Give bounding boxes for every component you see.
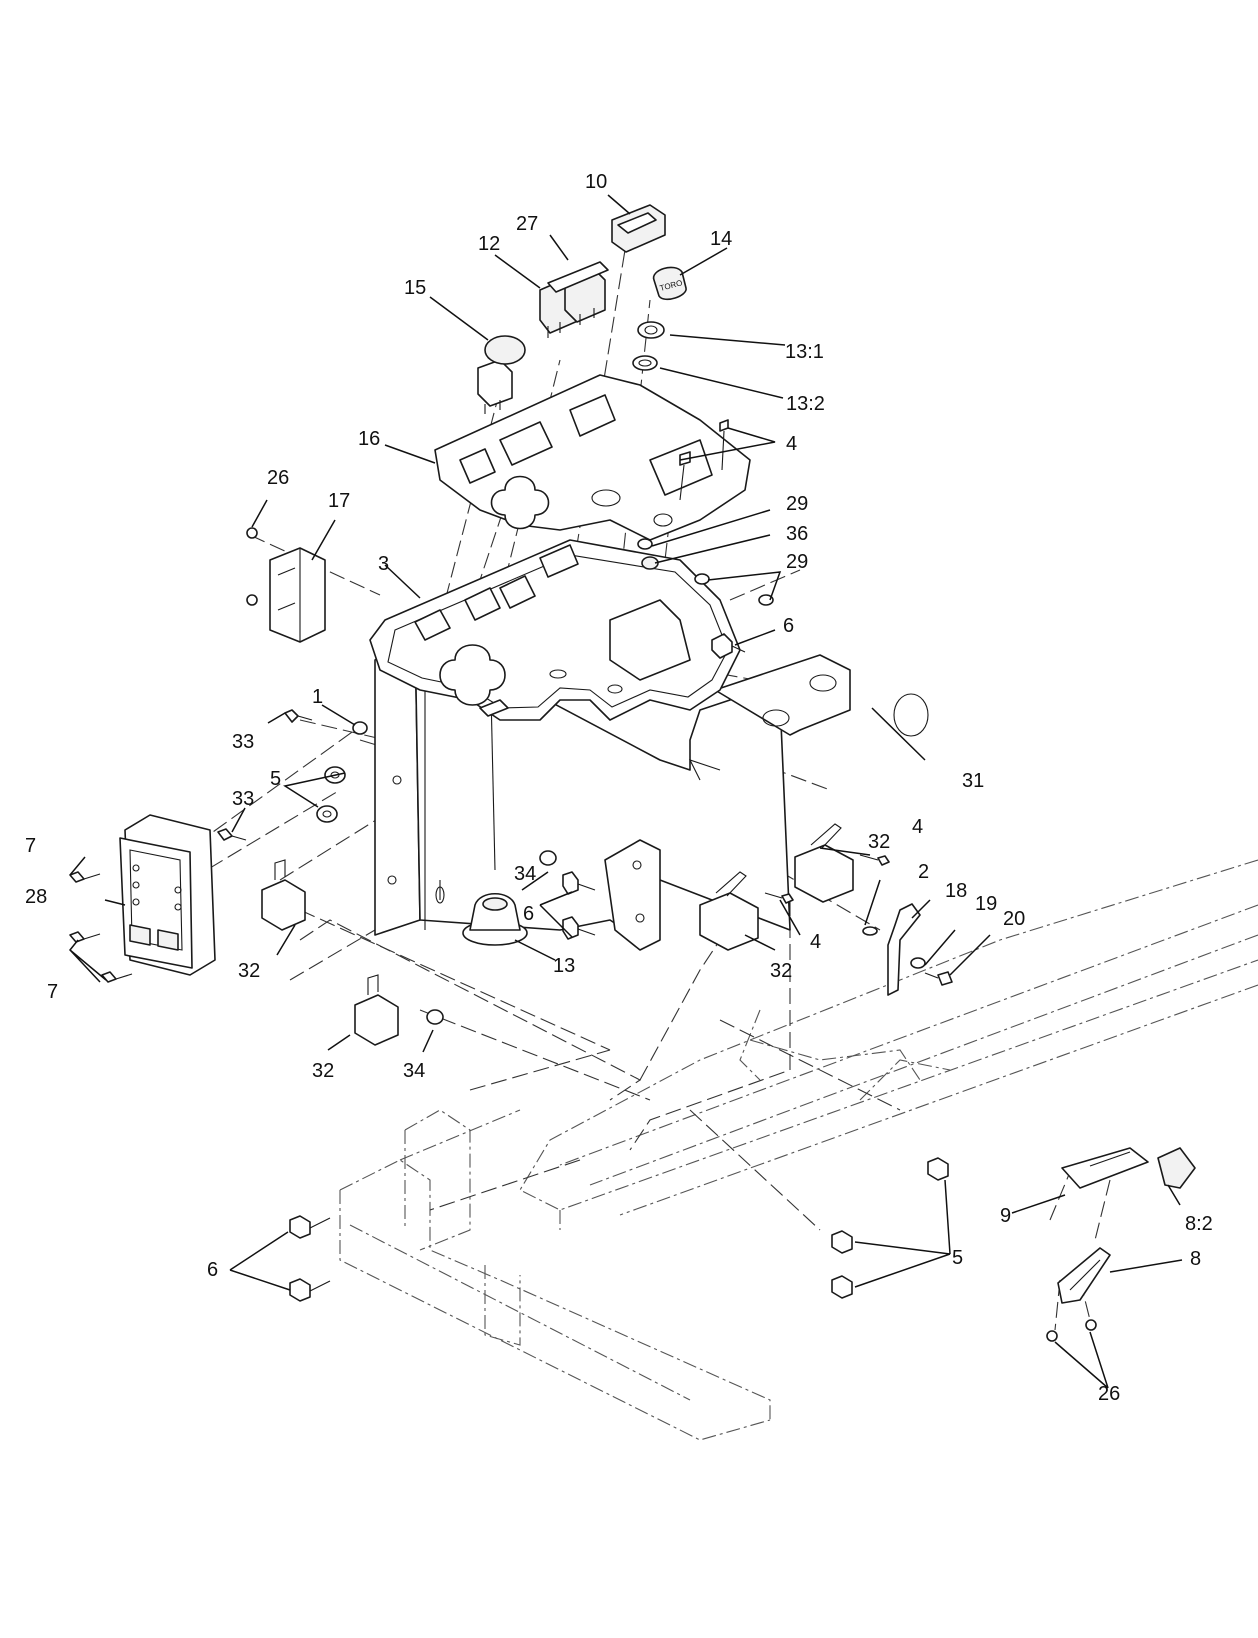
callout-5-left: 5 bbox=[270, 768, 281, 790]
callout-26-low: 26 bbox=[1098, 1383, 1120, 1405]
callout-2: 2 bbox=[918, 861, 929, 883]
fasteners bbox=[217, 419, 890, 1025]
callout-32-low: 32 bbox=[312, 1060, 334, 1082]
callout-32-right: 32 bbox=[868, 831, 890, 853]
callout-5-low: 5 bbox=[952, 1247, 963, 1269]
panel-decal bbox=[434, 374, 751, 541]
latch-hardware bbox=[862, 903, 953, 996]
callout-33-mid: 33 bbox=[232, 788, 254, 810]
callout-1: 1 bbox=[312, 686, 323, 708]
frame-fasteners bbox=[289, 1157, 949, 1302]
callout-4-right: 4 bbox=[912, 816, 923, 838]
callout-7-top: 7 bbox=[25, 835, 36, 857]
callout-6-top: 6 bbox=[783, 615, 794, 637]
callout-12: 12 bbox=[478, 233, 500, 255]
callout-9: 9 bbox=[1000, 1205, 1011, 1227]
callout-6-mid: 6 bbox=[523, 903, 534, 925]
callout-29-top: 29 bbox=[786, 493, 808, 515]
callout-18: 18 bbox=[945, 880, 967, 902]
pedal-assembly bbox=[1046, 1147, 1196, 1342]
callout-34-low: 34 bbox=[403, 1060, 425, 1082]
callout-32-left: 32 bbox=[238, 960, 260, 982]
callout-32-mid: 32 bbox=[770, 960, 792, 982]
spring-clip bbox=[893, 693, 929, 737]
callout-31: 31 bbox=[962, 770, 984, 792]
callout-13-2: 13:2 bbox=[786, 393, 825, 415]
callout-34-mid: 34 bbox=[514, 863, 536, 885]
callout-26-top: 26 bbox=[267, 467, 289, 489]
callout-4-top: 4 bbox=[786, 433, 797, 455]
relays bbox=[261, 823, 854, 1046]
ignition-switch-body bbox=[462, 892, 528, 946]
callout-19: 19 bbox=[975, 893, 997, 915]
side-bracket bbox=[246, 527, 326, 643]
callout-16: 16 bbox=[358, 428, 380, 450]
callout-28: 28 bbox=[25, 886, 47, 908]
hour-meter-display bbox=[611, 204, 666, 253]
leader-lines bbox=[69, 194, 1183, 1389]
callout-36: 36 bbox=[786, 523, 808, 545]
callout-14: 14 bbox=[710, 228, 732, 250]
frame-rail-phantom bbox=[339, 859, 1258, 1441]
controller-module bbox=[69, 814, 216, 983]
callout-29-mid: 29 bbox=[786, 551, 808, 573]
callout-27: 27 bbox=[516, 213, 538, 235]
callout-10: 10 bbox=[585, 171, 607, 193]
callout-6-low: 6 bbox=[207, 1259, 218, 1281]
key-switch: TORO bbox=[632, 266, 687, 371]
callout-17: 17 bbox=[328, 490, 350, 512]
callout-3: 3 bbox=[378, 553, 389, 575]
callout-8-2: 8:2 bbox=[1185, 1213, 1213, 1235]
callout-7-low: 7 bbox=[47, 981, 58, 1003]
callout-13-1: 13:1 bbox=[785, 341, 824, 363]
control-panel-plate bbox=[369, 539, 741, 721]
callout-33-top: 33 bbox=[232, 731, 254, 753]
callout-13: 13 bbox=[553, 955, 575, 977]
callout-8: 8 bbox=[1190, 1248, 1201, 1270]
callout-15: 15 bbox=[404, 277, 426, 299]
rocker-switches bbox=[539, 261, 609, 338]
callout-20: 20 bbox=[1003, 908, 1025, 930]
push-button-switch bbox=[477, 335, 526, 414]
callout-4-low: 4 bbox=[810, 931, 821, 953]
callout-labels: 10 27 12 14 15 13:1 13:2 16 4 26 17 29 3… bbox=[25, 171, 1213, 1405]
